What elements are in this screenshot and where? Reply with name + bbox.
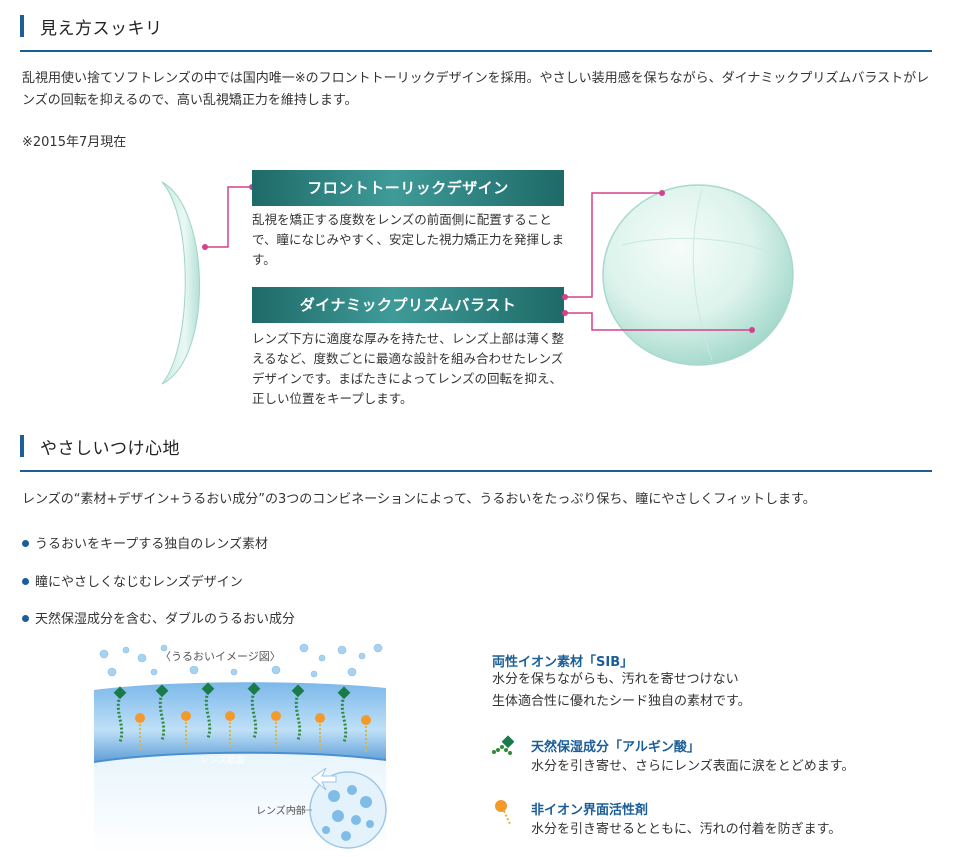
item-text-surfactant: 水分を引き寄せるとともに、汚れの付着を防ぎます。 [531, 822, 842, 837]
moisture-diagram: 〈うるおいイメージ図〉 レンズ断面 レンズ内部 [90, 642, 390, 854]
feature-desc-front-toric: 乱視を矯正する度数をレンズの前面側に配置することで、瞳になじみやすく、安定した視… [252, 212, 565, 267]
lens-inner-label: レンズ内部 [256, 806, 306, 817]
heading-accent-bar [20, 435, 24, 457]
bullet-dot-icon [22, 578, 29, 585]
feature-banner-prism-ballast: ダイナミックプリズムバラスト [252, 287, 564, 323]
feature-desc-prism-ballast: レンズ下方に適度な厚みを持たせ、レンズ上部は薄く整えるなど、度数ごとに最適な設計… [252, 331, 565, 406]
feature-banner-front-toric: フロントトーリックデザイン [252, 170, 564, 206]
lens-surface-label: レンズ断面 [200, 756, 245, 766]
alginic-acid-icon [492, 735, 515, 755]
section-body: 乱視用使い捨てソフトレンズの中では国内唯一※のフロントトーリックデザインを採用。… [22, 71, 930, 108]
section-title: やさしいつけ心地 [40, 439, 180, 459]
moisture-diagram-graphic [93, 643, 387, 854]
section-title: 見え方スッキリ [40, 19, 163, 39]
surfactant-icon [495, 800, 511, 825]
section-body: レンズの“素材+デザイン+うるおい成分”の3つのコンビネーションによって、うるお… [22, 492, 816, 507]
bullet-item: 瞳にやさしくなじむレンズデザイン [22, 571, 243, 590]
heading-accent-bar [20, 15, 24, 37]
connector-left [202, 184, 255, 250]
footnote: ※2015年7月現在 [22, 135, 127, 150]
bullet-item: うるおいをキープする独自のレンズ素材 [22, 533, 268, 552]
item-text-alginic-acid: 水分を引き寄せ、さらにレンズ表面に涙をとどめます。 [531, 759, 855, 774]
item-title-sib: 両性イオン素材「SIB」 [492, 655, 634, 670]
section-heading-comfort: やさしいつけ心地 [20, 432, 932, 472]
bullet-dot-icon [22, 615, 29, 622]
bullet-dot-icon [22, 540, 29, 547]
diagram-caption: 〈うるおいイメージ図〉 [160, 650, 281, 663]
section-heading-clear-vision: 見え方スッキリ [20, 12, 932, 52]
bullet-item: 天然保湿成分を含む、ダブルのうるおい成分 [22, 608, 295, 627]
sib-material-icon [490, 735, 491, 736]
lens-side-profile-illustration [161, 181, 200, 385]
lens-front-illustration [562, 184, 794, 366]
item-title-alginic-acid: 天然保湿成分「アルギン酸」 [531, 740, 700, 755]
item-text-sib: 水分を保ちながらも、汚れを寄せつけない 生体適合性に優れたシード独自の素材です。 [492, 672, 751, 709]
item-title-surfactant: 非イオン界面活性剤 [531, 803, 649, 818]
